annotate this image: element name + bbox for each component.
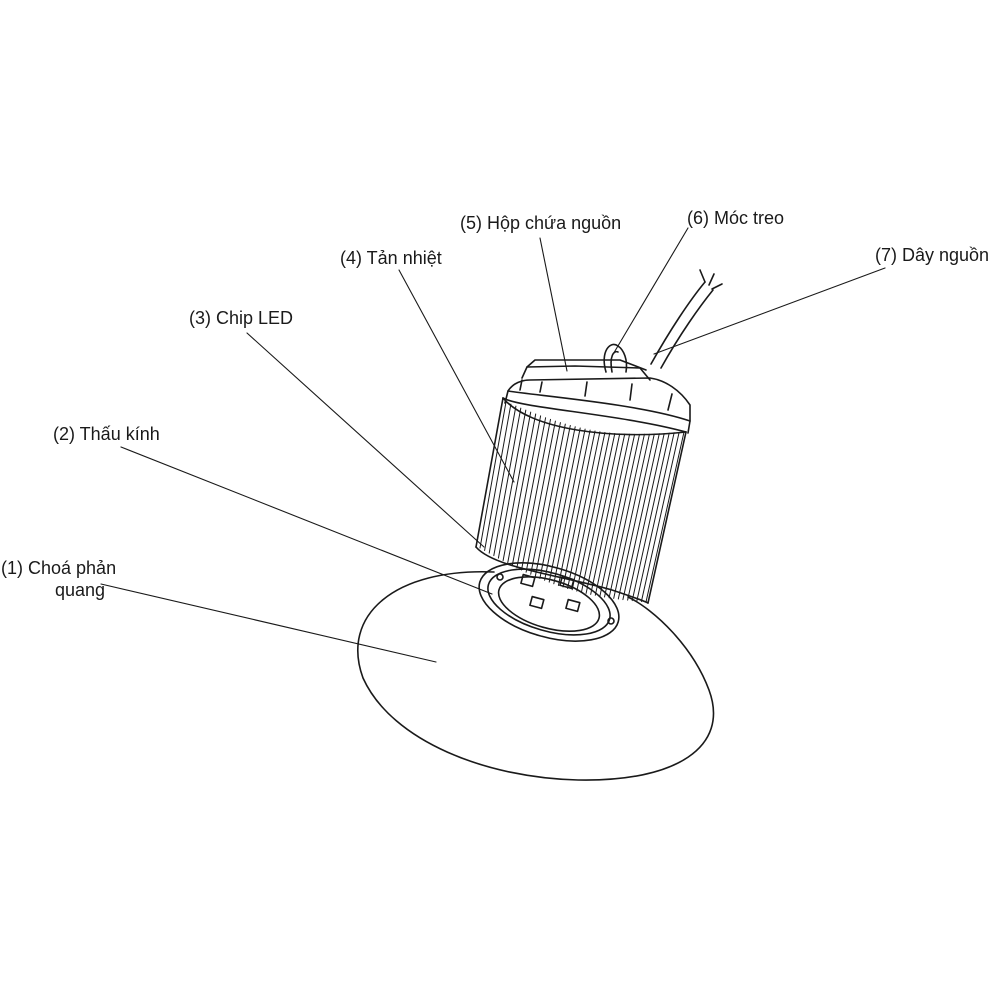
lens-holder	[478, 562, 620, 642]
leader-lines	[100, 227, 886, 663]
callout-driver-box: (5) Hộp chứa nguồn	[460, 212, 621, 234]
callout-power-cable-line-1: (7) Dây nguồn	[875, 245, 990, 265]
callout-reflector: (1) Choá phản quang	[1, 557, 116, 601]
callout-heat-sink: (4) Tản nhiệt	[340, 247, 442, 269]
callout-led-chip: (3) Chip LED	[189, 307, 293, 329]
callout-lens: (2) Thấu kính	[53, 423, 160, 445]
leader-line-6	[611, 227, 689, 357]
callout-lens-line-1: (2) Thấu kính	[53, 424, 160, 444]
heat-sink-fins	[479, 401, 685, 603]
leader-line-5	[539, 237, 568, 372]
leader-line-4	[398, 269, 515, 483]
callout-led-chip-line-1: (3) Chip LED	[189, 308, 294, 328]
callout-reflector-line-1: (1) Choá phản	[1, 558, 117, 578]
leader-line-3	[246, 332, 485, 548]
leader-line-1	[100, 583, 437, 663]
callout-hook-line-1: (6) Móc treo	[687, 208, 785, 228]
power-cable	[650, 269, 723, 369]
callout-power-cable: (7) Dây nguồn	[875, 244, 989, 266]
callout-heat-sink-line-1: (4) Tản nhiệt	[340, 248, 442, 268]
callout-reflector-line-2: quang	[55, 580, 106, 600]
driver-housing	[504, 359, 691, 434]
reflector-shade	[357, 571, 715, 781]
leader-line-7	[653, 267, 886, 355]
leader-line-2	[120, 446, 493, 595]
callout-hook: (6) Móc treo	[687, 207, 784, 229]
callout-driver-box-line-1: (5) Hộp chứa nguồn	[460, 213, 622, 233]
led-chips	[520, 573, 581, 613]
